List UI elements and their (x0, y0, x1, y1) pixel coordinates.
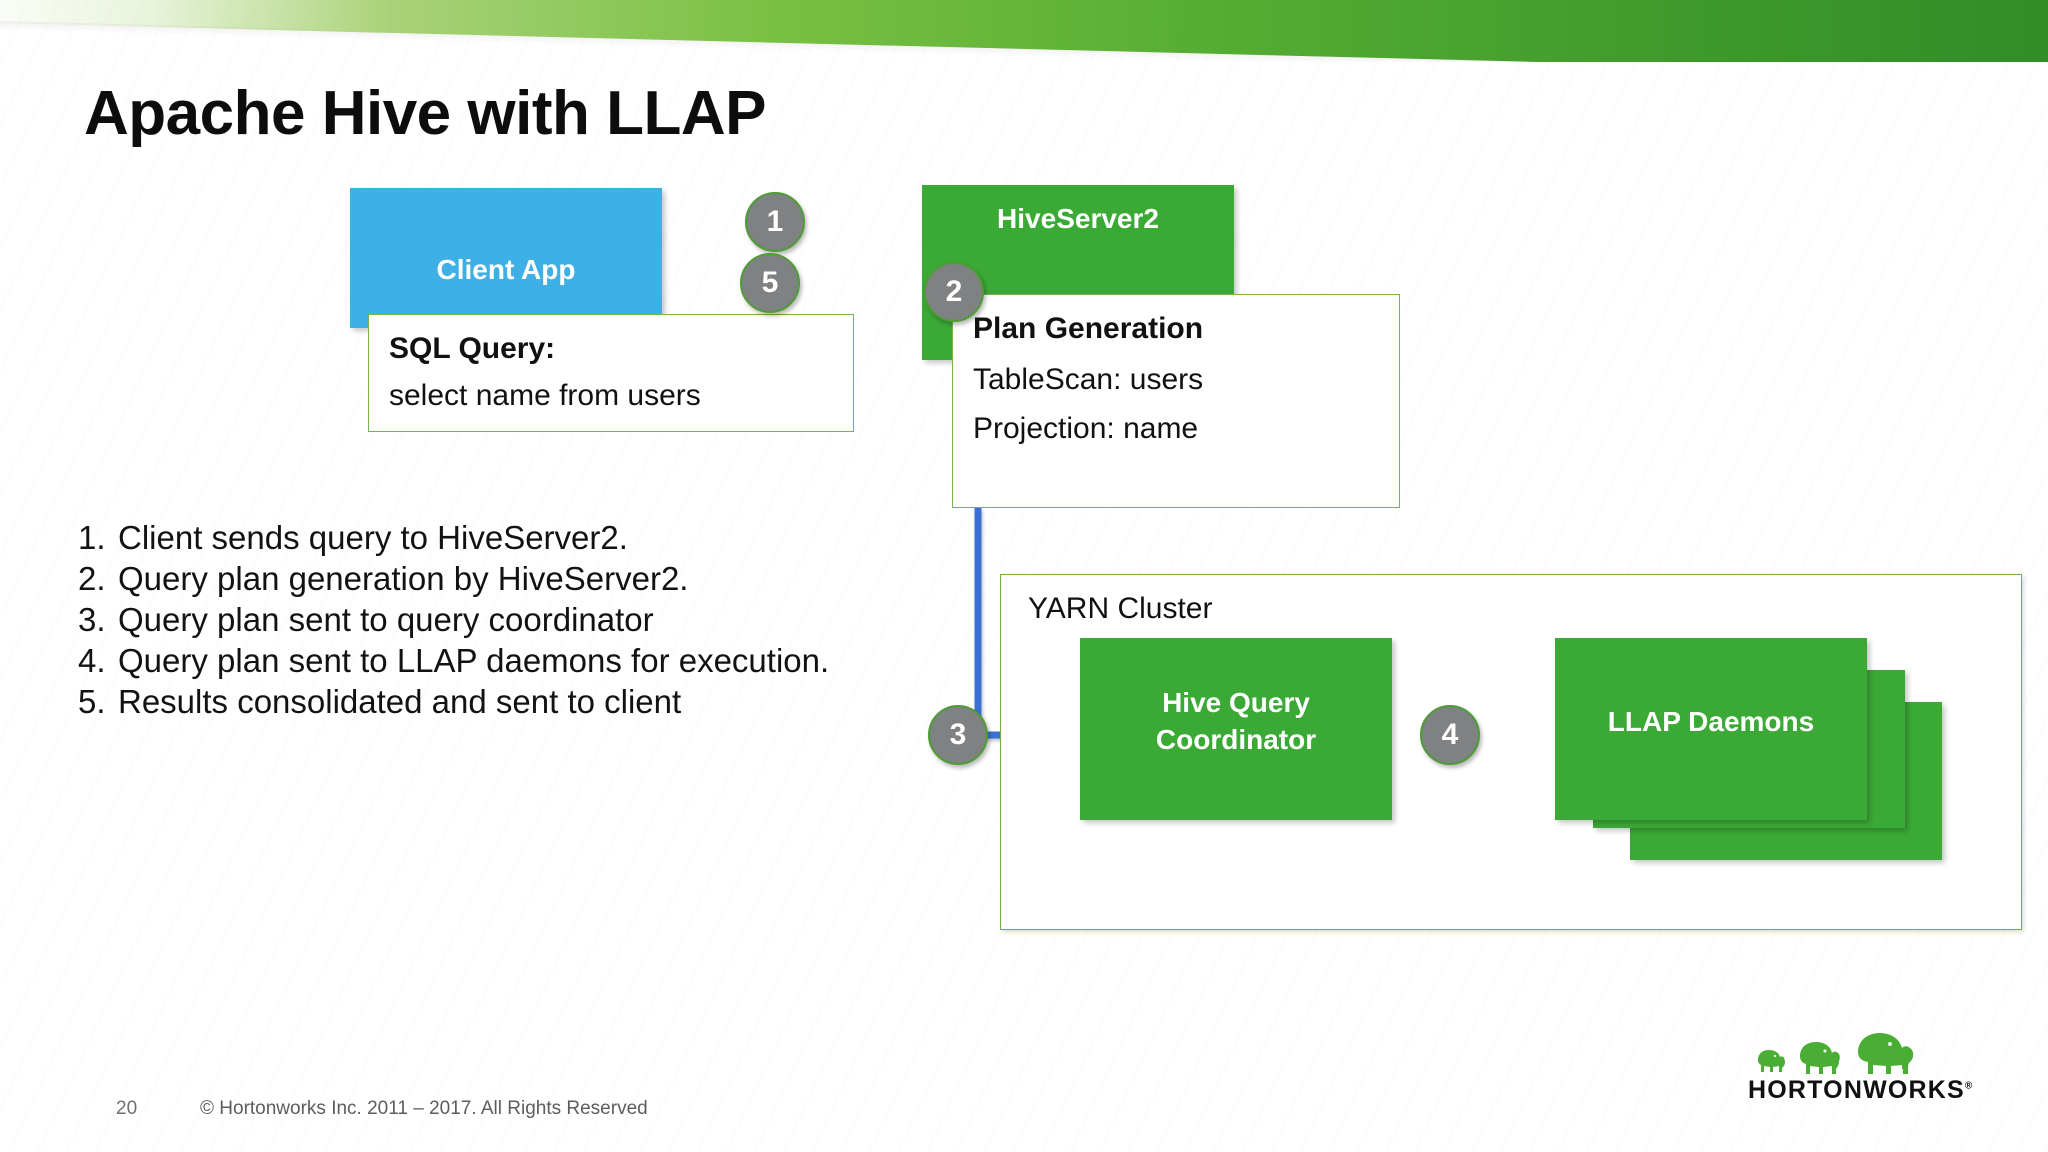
list-item: 2. Query plan generation by HiveServer2. (78, 559, 868, 598)
plan-generation-line-tablescan: TableScan: users (973, 363, 1204, 396)
step-circle-1[interactable]: 1 (745, 192, 805, 252)
plan-generation-heading: Plan Generation (973, 312, 1204, 345)
list-item-number: 4. (78, 642, 106, 680)
coordinator-label-line1: Hive Query (1162, 687, 1310, 718)
sql-query-heading: SQL Query: (389, 332, 556, 365)
hive-query-coordinator-label: Hive Query Coordinator (1080, 684, 1392, 758)
registered-trademark-icon: ® (1964, 1080, 1974, 1092)
page-number: 20 (116, 1098, 138, 1119)
step-circle-3[interactable]: 3 (928, 705, 988, 765)
copyright-notice: © Hortonworks Inc. 2011 – 2017. All Righ… (200, 1098, 648, 1119)
client-app-box[interactable]: Client App (350, 188, 662, 328)
llap-daemons-label: LLAP Daemons (1607, 706, 1815, 737)
page-title: Apache Hive with LLAP (84, 79, 766, 148)
list-item-text: Query plan generation by HiveServer2. (118, 560, 689, 598)
client-app-label: Client App (436, 254, 576, 285)
list-item: 5. Results consolidated and sent to clie… (78, 682, 868, 721)
step-circle-5[interactable]: 5 (740, 253, 800, 313)
list-item-text: Query plan sent to query coordinator (118, 601, 654, 639)
yarn-cluster-label: YARN Cluster (1028, 592, 1213, 625)
list-item-number: 1. (78, 519, 106, 556)
step-circle-4[interactable]: 4 (1420, 705, 1480, 765)
hive-query-coordinator-box[interactable]: Hive Query Coordinator (1080, 638, 1392, 820)
sql-query-text: select name from users (389, 379, 701, 412)
hortonworks-wordmark: HORTONWORKS® (1748, 1076, 1972, 1105)
list-item: 4. Query plan sent to LLAP daemons for e… (78, 641, 868, 680)
list-item: 1. Client sends query to HiveServer2. (78, 518, 868, 557)
list-item-number: 3. (78, 601, 106, 639)
list-item-text: Query plan sent to LLAP daemons for exec… (118, 642, 830, 680)
top-green-banner (0, 0, 2048, 62)
step-circle-2[interactable]: 2 (924, 262, 984, 322)
sql-query-callout: SQL Query: select name from users (368, 314, 854, 432)
plan-generation-callout: Plan Generation TableScan: users Project… (952, 294, 1400, 508)
list-item: 3. Query plan sent to query coordinator (78, 600, 868, 639)
list-item-number: 2. (78, 560, 106, 598)
hortonworks-logo: HORTONWORKS® (1748, 1032, 1972, 1108)
steps-list: 1. Client sends query to HiveServer2. 2.… (78, 518, 868, 723)
plan-generation-line-projection: Projection: name (973, 412, 1199, 445)
list-item-number: 5. (78, 683, 106, 721)
llap-daemons-box[interactable]: LLAP Daemons (1555, 638, 1867, 820)
elephants-icon (1758, 1033, 1914, 1074)
list-item-text: Client sends query to HiveServer2. (118, 519, 628, 556)
coordinator-label-line2: Coordinator (1155, 724, 1317, 756)
list-item-text: Results consolidated and sent to client (118, 683, 682, 721)
hiveserver2-label: HiveServer2 (997, 203, 1159, 234)
logo-word-text: HORTONWORKS (1748, 1076, 1965, 1104)
